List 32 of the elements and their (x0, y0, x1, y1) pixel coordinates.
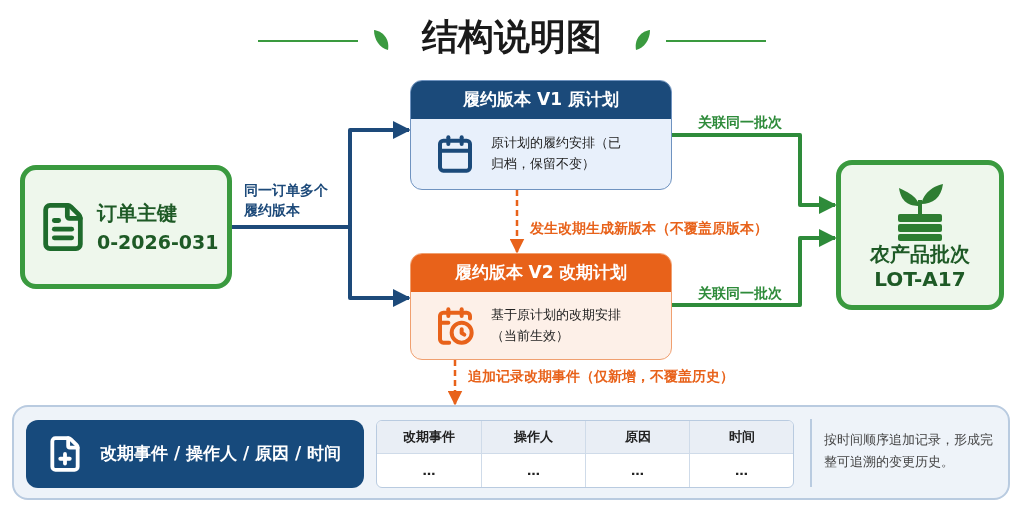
column-header: 时间 (689, 421, 793, 454)
table-cell: … (689, 454, 793, 487)
arrow (447, 360, 463, 406)
arrow (672, 133, 837, 214)
version-card (410, 80, 672, 190)
card-title: 履约版本 V1 原计划 (463, 88, 619, 112)
column-header: 操作人 (481, 421, 585, 454)
diagram-title: 结构说明图 (422, 15, 602, 59)
arrow (232, 225, 411, 307)
arrow (509, 190, 525, 254)
fields-text: 改期事件 / 操作人 / 原因 / 时间 (100, 442, 342, 466)
table-cell: … (585, 454, 689, 487)
edge-label: 关联同一批次 (698, 112, 782, 133)
key-box (20, 165, 232, 289)
batch-box (836, 160, 1004, 310)
order-id: 0-2026-031 (97, 229, 219, 255)
card-title: 履约版本 V2 改期计划 (454, 261, 628, 285)
node-title: 农产品批次 (870, 242, 970, 267)
table-cell-text: … (421, 461, 437, 480)
arrow (672, 229, 837, 307)
column-header: 改期事件 (377, 421, 481, 454)
column-header: 原因 (585, 421, 689, 454)
node-title: 订单主键 (97, 199, 178, 227)
card-description: 基于原计划的改期安排（当前生效） (491, 305, 622, 345)
card-description: 原计划的履约安排（已归档，保留不变） (491, 134, 622, 173)
lot-id: LOT-A17 (874, 267, 966, 292)
edge-label: 关联同一批次 (698, 283, 782, 304)
note-text: 按时间顺序追加记录，形成完整可追溯的变更历史。 (824, 431, 994, 472)
history-panel (12, 405, 1010, 500)
event-fields-box (26, 420, 364, 488)
version-card (410, 253, 672, 360)
table-cell: … (481, 454, 585, 487)
